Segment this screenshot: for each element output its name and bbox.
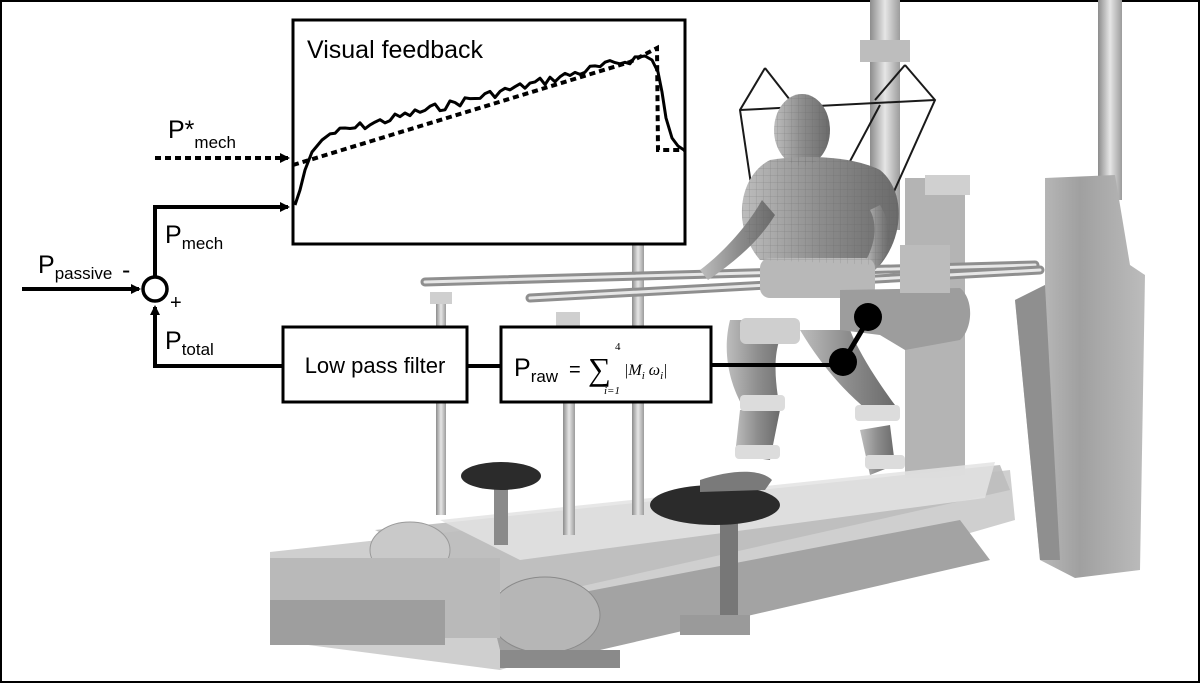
p-mech-base: P (165, 221, 182, 249)
p-raw-equation: Praw = ∑ 4 i=1 |Mi ωi| (514, 341, 668, 397)
p-passive-sub: passive (55, 264, 113, 283)
figure-torso-mesh (741, 157, 899, 265)
seat-1 (461, 462, 541, 490)
leg-cuff-5 (865, 455, 905, 469)
minus-sign: - (122, 256, 130, 284)
measured-power-trace (293, 54, 685, 206)
visual-feedback-title: Visual feedback (307, 36, 484, 64)
visual-feedback-panel: Visual feedback (291, 18, 687, 246)
summing-junction (141, 275, 169, 303)
side-tower-shade (1015, 285, 1060, 560)
p-mech-sub: mech (182, 234, 224, 253)
low-pass-filter-label: Low pass filter (305, 353, 446, 378)
p-total-label: Ptotal (165, 327, 214, 359)
p-raw-base: P (514, 354, 531, 382)
treadmill-foot (500, 650, 620, 668)
leg-cuff-3 (735, 445, 780, 459)
term-abs-open: |M (624, 362, 643, 379)
harness-belt (760, 258, 875, 298)
low-pass-filter-block (281, 325, 469, 404)
figure-head-mesh (774, 94, 830, 166)
seat-2-base (680, 615, 750, 635)
overhead-clamp (860, 40, 910, 62)
treadmill-side (490, 520, 990, 650)
orthosis-motor-housing (900, 245, 950, 293)
knee-joint-marker (829, 348, 857, 376)
p-passive-base: P (38, 251, 55, 279)
p-mech-target-base: P* (168, 116, 195, 144)
p-mech-label: Pmech (165, 221, 223, 253)
back-column-cap (925, 175, 970, 195)
p-total-sub: total (182, 340, 214, 359)
orthosis-hip-drive (840, 288, 971, 350)
term-sub-moment: i (642, 370, 645, 382)
seat-post-1 (494, 480, 508, 545)
rail-post-cap-2 (556, 312, 580, 326)
rail-post-cap-1 (430, 292, 452, 304)
visual-feedback-box (291, 18, 687, 246)
p-mech-target-sub: mech (194, 133, 236, 152)
p-total-arrow (150, 305, 283, 368)
p-raw-term: |Mi ωi| (624, 362, 668, 382)
sum-symbol: ∑ (588, 351, 611, 387)
hip-joint-marker (854, 303, 882, 331)
seat-post-2 (720, 520, 738, 630)
leg-cuff-4 (855, 405, 900, 421)
leg-cuff-2 (740, 395, 785, 411)
sum-upper-limit: 4 (615, 341, 621, 353)
term-omega: ω (645, 362, 660, 379)
treadmill-front-block-shade (270, 600, 445, 645)
p-passive-label: Ppassive (38, 251, 112, 283)
rail-post-1 (436, 300, 446, 515)
p-raw-sub: raw (531, 367, 559, 386)
plus-sign: + (170, 292, 182, 314)
seat-2 (650, 485, 780, 525)
p-mech-arrow (153, 202, 290, 277)
leg-cuff-1 (740, 318, 800, 344)
sum-lower-limit: i=1 (604, 385, 620, 397)
target-power-trace (292, 44, 685, 167)
p-raw-equals: = (569, 359, 581, 381)
term-sub-omega: i (660, 370, 663, 382)
treadmill-roller-side (489, 576, 601, 654)
harness-rope-right-top (874, 64, 906, 101)
overhead-tube-right (1098, 0, 1122, 200)
p-total-base: P (165, 327, 182, 355)
gait-device-illustration (270, 0, 1145, 670)
harness-spreader (739, 99, 936, 111)
p-mech-target-label: P*mech (168, 116, 236, 152)
harness-rope-left-top (764, 67, 791, 101)
p-raw-block (499, 325, 713, 404)
p-raw-label: Praw (514, 354, 559, 386)
term-abs-close: | (663, 362, 667, 379)
figure-left-foot (700, 471, 772, 492)
